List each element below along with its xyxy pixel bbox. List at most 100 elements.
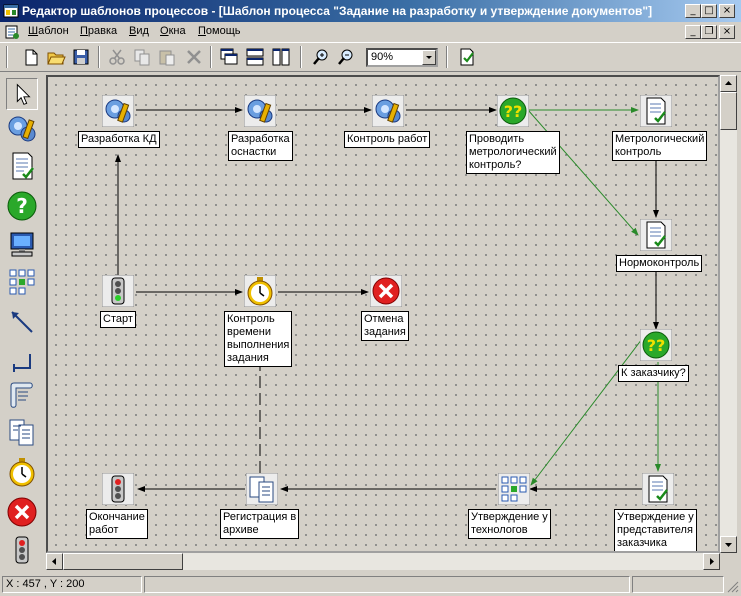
stopwatch-icon <box>243 274 277 308</box>
cancel-tool-icon[interactable] <box>6 496 38 528</box>
computer-tool-icon[interactable] <box>6 228 38 260</box>
status-bar: X : 457 , Y : 200 <box>0 574 741 595</box>
zoom-out-icon[interactable] <box>335 46 357 68</box>
toolbar-separator <box>98 46 100 68</box>
link-zakazchik-to-tehnolog <box>530 338 643 486</box>
scroll-corner <box>720 553 737 570</box>
label-provodit-metr: Проводить метрологический контроль? <box>466 131 560 174</box>
child-restore-button[interactable]: ❐ <box>701 25 717 39</box>
menu-bar: Шаблон Правка Вид Окна Помощь _ ❐ × <box>0 22 741 41</box>
toolbar-grip <box>6 46 8 68</box>
task-node-kontrol-rabot[interactable] <box>371 94 405 128</box>
label-normokontrol: Нормоконтроль <box>616 255 703 272</box>
document-node-metr-kontrol[interactable] <box>639 94 673 128</box>
size-grip-icon[interactable] <box>726 580 739 593</box>
open-folder-icon[interactable] <box>45 46 67 68</box>
delete-icon[interactable] <box>183 46 205 68</box>
document-node-utv-predstavitelya[interactable] <box>641 472 675 506</box>
diagram-canvas[interactable]: Разработка КД Разработка оснастки Контро… <box>46 75 720 553</box>
toolbar-separator <box>210 46 212 68</box>
check-document-icon[interactable] <box>456 46 478 68</box>
window-title: Редактор шаблонов процессов - [Шаблон пр… <box>22 4 653 18</box>
child-close-button[interactable]: × <box>719 25 735 39</box>
document-node-normokontrol[interactable] <box>639 218 673 252</box>
tile-vertical-icon[interactable] <box>270 46 292 68</box>
menu-edit[interactable]: Правка <box>80 25 118 37</box>
document-tool-icon[interactable] <box>6 150 38 182</box>
label-razrabotka-osnastki: Разработка оснастки <box>228 131 293 161</box>
script-tool-icon[interactable] <box>6 378 38 410</box>
cascade-windows-icon[interactable] <box>218 46 240 68</box>
link-tool-icon[interactable] <box>6 306 38 338</box>
subprocess-icon <box>497 472 531 506</box>
scroll-down-button[interactable] <box>720 536 737 553</box>
scroll-left-button[interactable] <box>46 553 63 570</box>
element-palette: ? <box>0 74 44 570</box>
menu-template[interactable]: Шаблон <box>28 25 69 37</box>
chevron-down-icon[interactable] <box>422 50 436 65</box>
copy-icon[interactable] <box>131 46 153 68</box>
chevron-right-icon <box>710 558 714 565</box>
copy-documents-icon <box>245 472 279 506</box>
traffic-light-tool-icon[interactable] <box>6 534 38 566</box>
traffic-light-green-icon <box>101 274 135 308</box>
label-kontrol-rabot: Контроль работ <box>344 131 431 148</box>
condition-tool-question-icon[interactable]: ? <box>6 190 38 222</box>
copy-documents-tool-icon[interactable] <box>6 416 38 448</box>
svg-text:?: ? <box>16 194 28 218</box>
menu-view[interactable]: Вид <box>129 25 149 37</box>
svg-text:??: ?? <box>647 336 666 355</box>
toolbar: 90% <box>0 42 741 72</box>
cancel-icon <box>369 274 403 308</box>
condition-node-k-zakazchiku[interactable]: ?? <box>639 328 673 362</box>
tile-horizontal-icon[interactable] <box>244 46 266 68</box>
timer-tool-stopwatch-icon[interactable] <box>6 456 38 488</box>
zoom-select[interactable]: 90% <box>366 48 438 67</box>
condition-node-provodit-metr[interactable]: ?? <box>496 94 530 128</box>
vertical-scrollbar[interactable] <box>720 75 737 553</box>
paste-icon[interactable] <box>156 46 178 68</box>
maximize-button[interactable]: □ <box>701 4 717 18</box>
subprocess-node-utv-tehnologov[interactable] <box>497 472 531 506</box>
cancel-node-otmena[interactable] <box>369 274 403 308</box>
document-check-icon <box>639 94 673 128</box>
chevron-left-icon <box>52 558 56 565</box>
start-node[interactable] <box>101 274 135 308</box>
question-icon: ?? <box>639 328 673 362</box>
label-utv-predstavitelya: Утверждение у представителя заказчика <box>614 509 697 551</box>
menu-windows[interactable]: Окна <box>160 25 186 37</box>
new-icon[interactable] <box>20 46 42 68</box>
close-button[interactable]: × <box>719 4 735 18</box>
horizontal-scroll-thumb[interactable] <box>63 553 183 570</box>
minimize-button[interactable]: _ <box>685 4 701 18</box>
menu-help[interactable]: Помощь <box>198 25 241 37</box>
subprocess-tool-icon[interactable] <box>6 266 38 298</box>
end-node-okonchanie[interactable] <box>101 472 135 506</box>
child-minimize-button[interactable]: _ <box>685 25 701 39</box>
link-provodit-to-normo <box>527 109 639 236</box>
svg-text:??: ?? <box>504 102 523 121</box>
label-registraciya: Регистрация в архиве <box>220 509 300 539</box>
task-tool-gears-icon[interactable] <box>6 112 38 144</box>
scroll-right-button[interactable] <box>703 553 720 570</box>
task-node-razrabotka-kd[interactable] <box>101 94 135 128</box>
app-icon[interactable] <box>3 3 19 19</box>
zoom-in-icon[interactable] <box>310 46 332 68</box>
archive-node-registraciya[interactable] <box>245 472 279 506</box>
label-okonchanie: Окончание работ <box>86 509 148 539</box>
pointer-tool[interactable] <box>6 78 38 110</box>
scroll-up-button[interactable] <box>720 75 737 92</box>
save-icon[interactable] <box>70 46 92 68</box>
chevron-up-icon <box>725 81 732 85</box>
horizontal-scrollbar[interactable] <box>46 553 720 570</box>
toolbar-separator <box>446 46 448 68</box>
document-icon[interactable] <box>4 24 20 40</box>
cut-icon[interactable] <box>106 46 128 68</box>
status-panel <box>144 576 630 593</box>
return-link-tool-icon[interactable] <box>6 346 38 378</box>
label-razrabotka-kd: Разработка КД <box>78 131 160 148</box>
document-check-icon <box>641 472 675 506</box>
vertical-scroll-thumb[interactable] <box>720 92 737 130</box>
task-node-razrabotka-osnastki[interactable] <box>243 94 277 128</box>
timer-node-kontrol-vremeni[interactable] <box>243 274 277 308</box>
